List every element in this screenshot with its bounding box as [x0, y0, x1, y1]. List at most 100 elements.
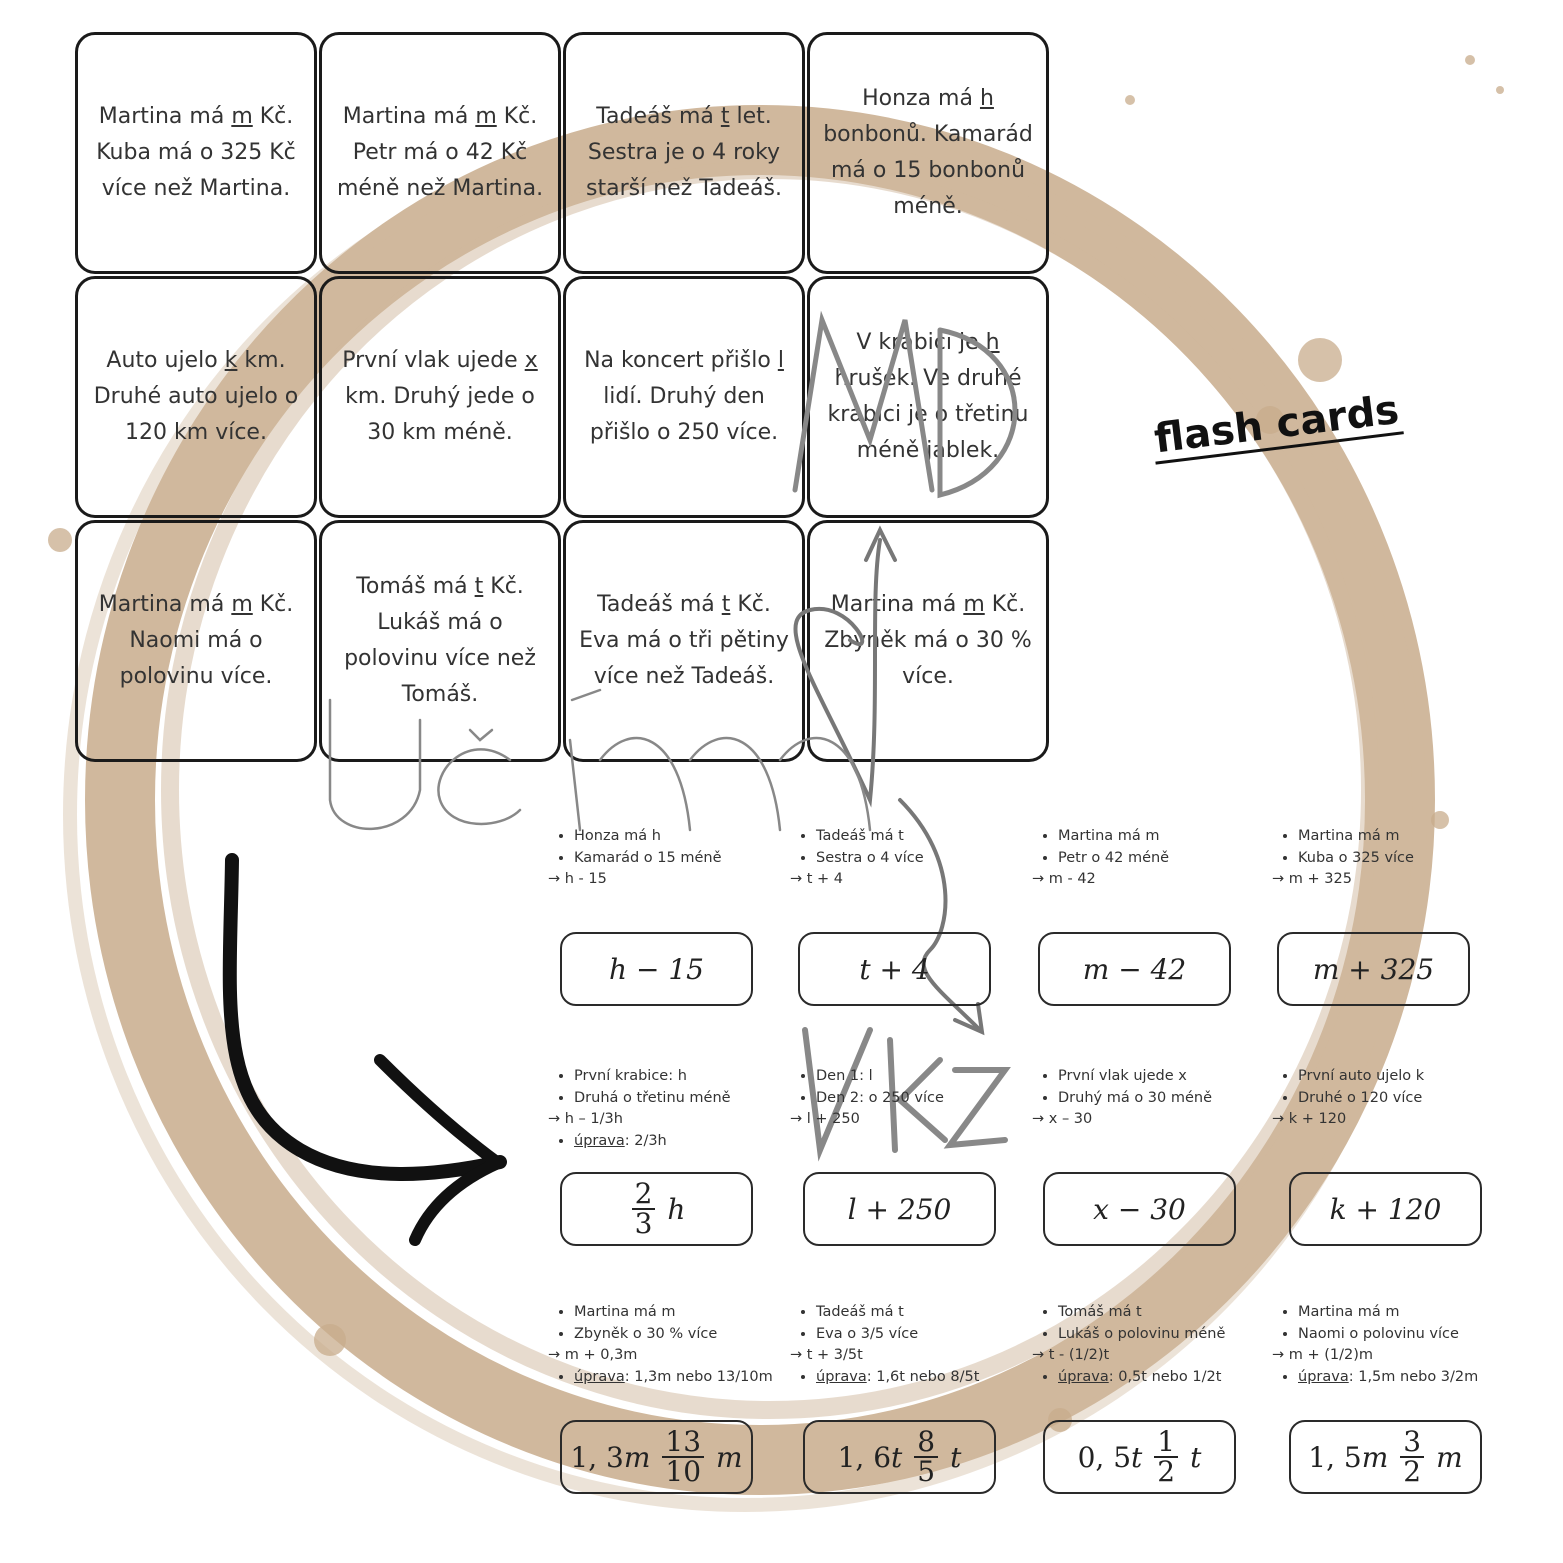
question-card[interactable]: Honza má h bonbonů. Kamarád má o 15 bonb… [807, 32, 1049, 274]
card-variable: m [475, 104, 497, 129]
note-item: Martina má m [1298, 826, 1414, 848]
card-text: Martina má m Kč. Zbyněk má o 30 % více. [824, 592, 1032, 689]
decimal-form: 1, 3m [570, 1441, 650, 1474]
solution-notes: Martina má mNaomi o polovinu více→ m + (… [1272, 1302, 1478, 1388]
card-variable: t [720, 104, 730, 129]
note-uprava: úprava: 1,5m nebo 3/2m [1298, 1367, 1478, 1389]
note-item: Martina má m [574, 1302, 773, 1324]
note-item: Druhá o třetinu méně [574, 1088, 731, 1110]
note-result: → t - (1/2)t [1032, 1347, 1110, 1363]
solution-notes: Den 1: lDen 2: o 250 více→ l + 250 [790, 1066, 944, 1131]
answer-box[interactable]: k + 120 [1289, 1172, 1482, 1246]
note-uprava: úprava: 0,5t nebo 1/2t [1058, 1367, 1225, 1389]
answer-variable: t [891, 1440, 903, 1474]
note-uprava: úprava: 1,3m nebo 13/10m [574, 1367, 773, 1389]
card-variable: m [231, 104, 253, 129]
note-item: Den 1: l [816, 1066, 944, 1088]
note-item: Lukáš o polovinu méně [1058, 1324, 1225, 1346]
card-variable: h [985, 330, 1000, 355]
card-text: Tadeáš má t Kč. Eva má o tři pětiny více… [579, 592, 789, 689]
answer-expression: m + 325 [1312, 952, 1435, 986]
card-variable: m [231, 592, 253, 617]
question-card[interactable]: Martina má m Kč. Kuba má o 325 Kč více n… [75, 32, 317, 274]
decimal-form: 1, 6t [838, 1441, 903, 1474]
note-item: Zbyněk o 30 % více [574, 1324, 773, 1346]
card-variable: k [224, 348, 238, 373]
answer-box[interactable]: x − 30 [1043, 1172, 1236, 1246]
answer-variable: m [623, 1440, 651, 1474]
card-text: Auto ujelo k km. Druhé auto ujelo o 120 … [93, 348, 299, 445]
answer-expression: x − 30 [1093, 1192, 1186, 1226]
card-text: V krabici je h hrušek. Ve druhé krabici … [827, 330, 1029, 463]
question-card[interactable]: Tadeáš má t let. Sestra je o 4 roky star… [563, 32, 805, 274]
note-item: Tomáš má t [1058, 1302, 1225, 1324]
fraction-numerator: 1 [1154, 1428, 1179, 1458]
note-result: → m + 0,3m [548, 1347, 638, 1363]
solution-notes: Martina má mKuba o 325 více→ m + 325 [1272, 826, 1414, 891]
answer-expression: l + 250 [847, 1192, 952, 1226]
card-variable: m [963, 592, 985, 617]
note-result: → k + 120 [1272, 1111, 1347, 1127]
solution-notes: Honza má hKamarád o 15 méně→ h - 15 [548, 826, 722, 891]
decimal-form: 1, 5m [1308, 1441, 1388, 1474]
solution-notes: První vlak ujede xDruhý má o 30 méně→ x … [1032, 1066, 1212, 1131]
note-item: Sestra o 4 více [816, 848, 924, 870]
answer-box[interactable]: l + 250 [803, 1172, 996, 1246]
solution-notes: Tomáš má tLukáš o polovinu méně→ t - (1/… [1032, 1302, 1225, 1388]
note-result: → m + (1/2)m [1272, 1347, 1374, 1363]
question-card[interactable]: Na koncert přišlo l lidí. Druhý den přiš… [563, 276, 805, 518]
card-text: Tomáš má t Kč. Lukáš má o polovinu více … [344, 574, 536, 707]
answer-variable: m [1436, 1440, 1463, 1474]
note-item: Martina má m [1298, 1302, 1478, 1324]
question-card[interactable]: Martina má m Kč. Naomi má o polovinu víc… [75, 520, 317, 762]
hand-drawn-arrow-icon [222, 853, 507, 1181]
card-text: Martina má m Kč. Naomi má o polovinu víc… [98, 592, 294, 689]
solution-notes: První krabice: hDruhá o třetinu méně→ h … [548, 1066, 731, 1152]
question-card[interactable]: Martina má m Kč. Petr má o 42 Kč méně ne… [319, 32, 561, 274]
note-item: Tadeáš má t [816, 1302, 979, 1324]
answer-box[interactable]: m − 42 [1038, 932, 1231, 1006]
fraction-denominator: 2 [1403, 1455, 1422, 1488]
question-card[interactable]: V krabici je h hrušek. Ve druhé krabici … [807, 276, 1049, 518]
decimal-coefficient: 1, 3 [570, 1440, 624, 1474]
answer-variable: t [1131, 1440, 1143, 1474]
note-item: Naomi o polovinu více [1298, 1324, 1478, 1346]
question-card[interactable]: Martina má m Kč. Zbyněk má o 30 % více. [807, 520, 1049, 762]
answer-variable: m [716, 1440, 743, 1474]
fraction-numerator: 8 [914, 1428, 939, 1458]
note-result: → x – 30 [1032, 1111, 1093, 1127]
question-card[interactable]: Auto ujelo k km. Druhé auto ujelo o 120 … [75, 276, 317, 518]
note-item: Druhé o 120 více [1298, 1088, 1424, 1110]
answer-variable: t [1190, 1440, 1202, 1474]
question-card[interactable]: Tadeáš má t Kč. Eva má o tři pětiny více… [563, 520, 805, 762]
note-uprava: úprava: 1,6t nebo 8/5t [816, 1367, 979, 1389]
card-variable: t [721, 592, 731, 617]
note-item: Den 2: o 250 více [816, 1088, 944, 1110]
note-item: Eva o 3/5 více [816, 1324, 979, 1346]
card-text: První vlak ujede x km. Druhý jede o 30 k… [342, 348, 538, 445]
card-variable: l [777, 348, 784, 373]
answer-box[interactable]: h − 15 [560, 932, 753, 1006]
card-variable: t [474, 574, 484, 599]
answer-expression: m − 42 [1082, 952, 1187, 986]
note-item: První krabice: h [574, 1066, 731, 1088]
answer-box[interactable]: m + 325 [1277, 932, 1470, 1006]
solution-notes: Martina má mPetr o 42 méně→ m - 42 [1032, 826, 1169, 891]
note-item: Tadeáš má t [816, 826, 924, 848]
question-card[interactable]: Tomáš má t Kč. Lukáš má o polovinu více … [319, 520, 561, 762]
answer-box[interactable]: t + 4 [798, 932, 991, 1006]
fraction-numerator: 13 [662, 1428, 705, 1458]
question-card[interactable]: První vlak ujede x km. Druhý jede o 30 k… [319, 276, 561, 518]
note-item: Petr o 42 méně [1058, 848, 1169, 870]
answer-variable: m [1361, 1440, 1389, 1474]
fraction-numerator: 2 [631, 1180, 656, 1210]
